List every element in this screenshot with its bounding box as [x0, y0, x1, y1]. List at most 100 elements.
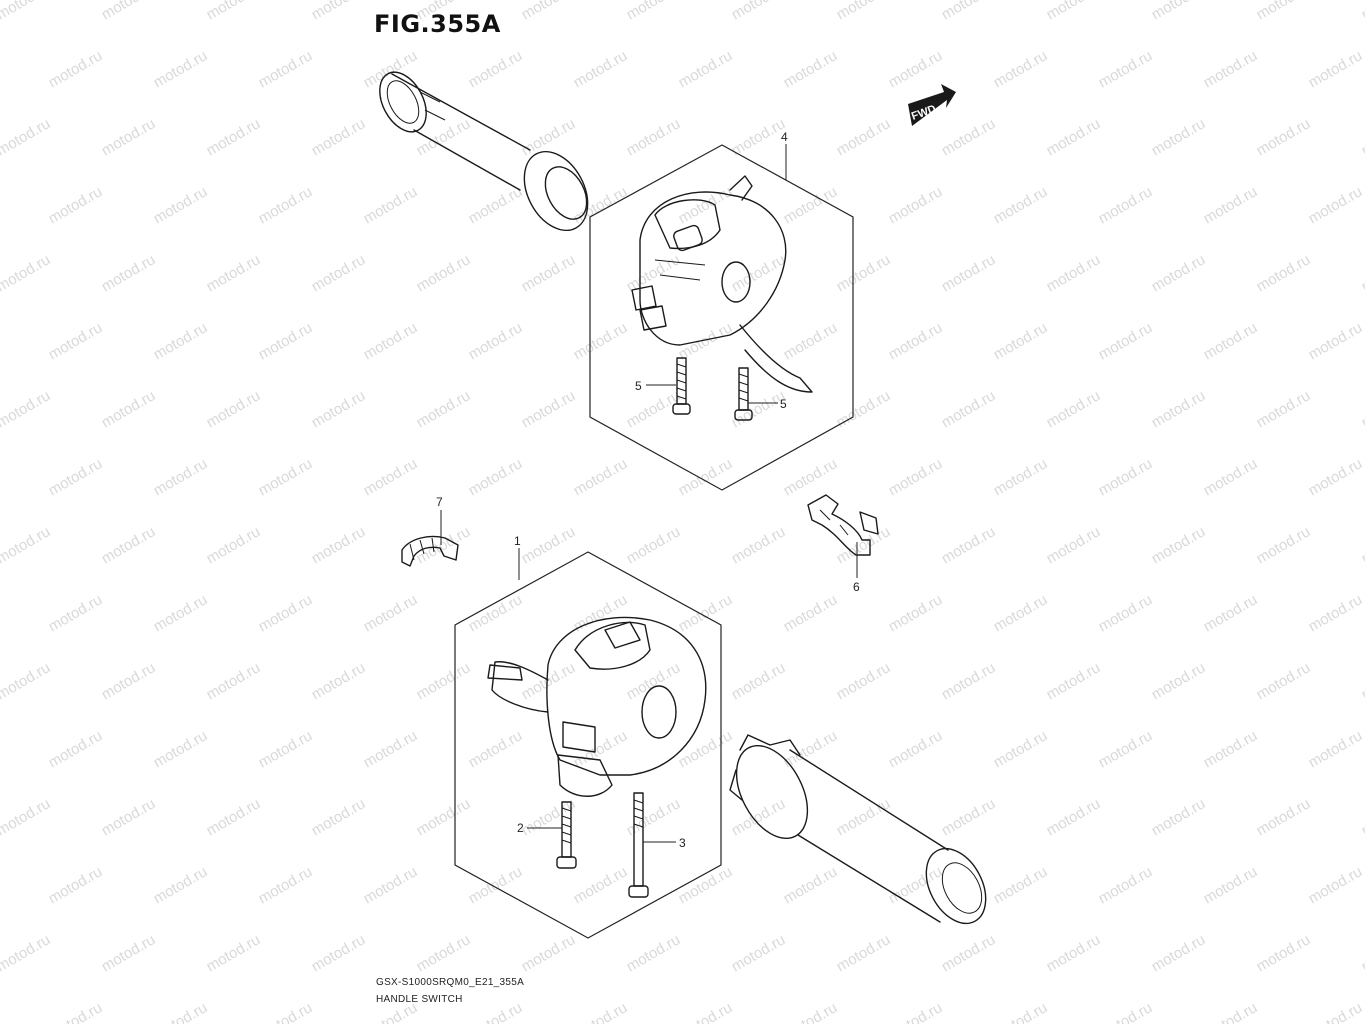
- watermark-text: motod.ru: [1359, 0, 1365, 23]
- watermark-text: motod.ru: [1359, 523, 1365, 567]
- watermark-text: motod.ru: [571, 455, 631, 499]
- clamp-6: [807, 494, 879, 556]
- callout-part-1: 1: [514, 534, 521, 548]
- watermark-text: motod.ru: [991, 863, 1051, 907]
- watermark-text: motod.ru: [1149, 931, 1209, 975]
- watermark-text: motod.ru: [991, 727, 1051, 771]
- watermark-text: motod.ru: [204, 251, 264, 295]
- watermark-text: motod.ru: [1096, 999, 1156, 1024]
- watermark-text: motod.ru: [1201, 863, 1261, 907]
- watermark-text: motod.ru: [571, 999, 631, 1024]
- watermark-text: motod.ru: [939, 115, 999, 159]
- watermark-text: motod.ru: [1044, 931, 1104, 975]
- watermark-text: motod.ru: [309, 115, 369, 159]
- watermark-text: motod.ru: [991, 999, 1051, 1024]
- watermark-text: motod.ru: [571, 319, 631, 363]
- watermark-text: motod.ru: [204, 0, 264, 23]
- watermark-text: motod.ru: [1201, 455, 1261, 499]
- watermark-text: motod.ru: [1306, 455, 1365, 499]
- watermark-text: motod.ru: [0, 931, 53, 975]
- watermark-text: motod.ru: [99, 659, 159, 703]
- watermark-text: motod.ru: [519, 251, 579, 295]
- watermark-text: motod.ru: [781, 999, 841, 1024]
- watermark-text: motod.ru: [151, 47, 211, 91]
- figure-name: HANDLE SWITCH: [376, 994, 463, 1005]
- watermark-text: motod.ru: [1254, 0, 1314, 23]
- watermark-text: motod.ru: [151, 455, 211, 499]
- watermark-text: motod.ru: [519, 523, 579, 567]
- watermark-text: motod.ru: [414, 659, 474, 703]
- watermark-text: motod.ru: [729, 931, 789, 975]
- watermark-text: motod.ru: [0, 659, 53, 703]
- watermark-text: motod.ru: [466, 591, 526, 635]
- left-grip: [379, 71, 589, 232]
- watermark-text: motod.ru: [781, 591, 841, 635]
- watermark-text: motod.ru: [1201, 999, 1261, 1024]
- watermark-text: motod.ru: [1306, 863, 1365, 907]
- watermark-text: motod.ru: [1096, 727, 1156, 771]
- watermark-text: motod.ru: [1201, 47, 1261, 91]
- watermark-text: motod.ru: [204, 931, 264, 975]
- watermark-text: motod.ru: [624, 387, 684, 431]
- assembly-box-1: [454, 551, 722, 939]
- watermark-text: motod.ru: [729, 795, 789, 839]
- watermark-text: motod.ru: [414, 931, 474, 975]
- watermark-text: motod.ru: [204, 523, 264, 567]
- callout-part-5-left: 5: [635, 379, 642, 393]
- watermark-text: motod.ru: [519, 115, 579, 159]
- watermark-text: motod.ru: [729, 659, 789, 703]
- watermark-text: motod.ru: [1201, 319, 1261, 363]
- watermark-text: motod.ru: [781, 47, 841, 91]
- watermark-text: motod.ru: [0, 523, 53, 567]
- callout-part-3: 3: [679, 836, 686, 850]
- watermark-text: motod.ru: [1201, 727, 1261, 771]
- watermark-text: motod.ru: [1359, 251, 1365, 295]
- watermark-text: motod.ru: [99, 795, 159, 839]
- watermark-text: motod.ru: [1254, 115, 1314, 159]
- watermark-text: motod.ru: [729, 0, 789, 23]
- watermark-text: motod.ru: [676, 47, 736, 91]
- watermark-text: motod.ru: [1149, 659, 1209, 703]
- watermark-text: motod.ru: [886, 863, 946, 907]
- watermark-text: motod.ru: [1359, 931, 1365, 975]
- watermark-text: motod.ru: [1254, 659, 1314, 703]
- watermark-text: motod.ru: [781, 319, 841, 363]
- left-switch-housing: [487, 616, 707, 797]
- figure-code: GSX-S1000SRQM0_E21_355A: [376, 977, 525, 988]
- watermark-text: motod.ru: [361, 863, 421, 907]
- screw-5-right: [734, 367, 753, 421]
- watermark-text: motod.ru: [939, 795, 999, 839]
- watermark-text: motod.ru: [1044, 523, 1104, 567]
- watermark-text: motod.ru: [1254, 795, 1314, 839]
- throttle-grip: [729, 734, 987, 925]
- watermark-text: motod.ru: [256, 47, 316, 91]
- watermark-text: motod.ru: [1359, 115, 1365, 159]
- watermark-text: motod.ru: [1306, 591, 1365, 635]
- watermark-text: motod.ru: [624, 115, 684, 159]
- watermark-text: motod.ru: [151, 863, 211, 907]
- watermark-text: motod.ru: [309, 931, 369, 975]
- watermark-text: motod.ru: [361, 183, 421, 227]
- screw-5-left: [672, 357, 691, 415]
- watermark-text: motod.ru: [676, 455, 736, 499]
- watermark-text: motod.ru: [1306, 47, 1365, 91]
- watermark-text: motod.ru: [361, 319, 421, 363]
- watermark-text: motod.ru: [834, 795, 894, 839]
- watermark-text: motod.ru: [0, 0, 53, 23]
- figure-title: FIG.355A: [374, 10, 501, 38]
- watermark-text: motod.ru: [1359, 659, 1365, 703]
- watermark-text: motod.ru: [1359, 795, 1365, 839]
- callout-part-4: 4: [781, 130, 788, 144]
- watermark-text: motod.ru: [361, 591, 421, 635]
- watermark-text: motod.ru: [256, 455, 316, 499]
- watermark-text: motod.ru: [361, 727, 421, 771]
- watermark-text: motod.ru: [1149, 387, 1209, 431]
- watermark-text: motod.ru: [46, 999, 106, 1024]
- watermark-text: motod.ru: [1201, 591, 1261, 635]
- watermark-text: motod.ru: [1149, 251, 1209, 295]
- watermark-text: motod.ru: [519, 0, 579, 23]
- watermark-text: motod.ru: [781, 455, 841, 499]
- watermark-text: motod.ru: [204, 387, 264, 431]
- leader-lines: [440, 144, 858, 843]
- watermark-text: motod.ru: [834, 0, 894, 23]
